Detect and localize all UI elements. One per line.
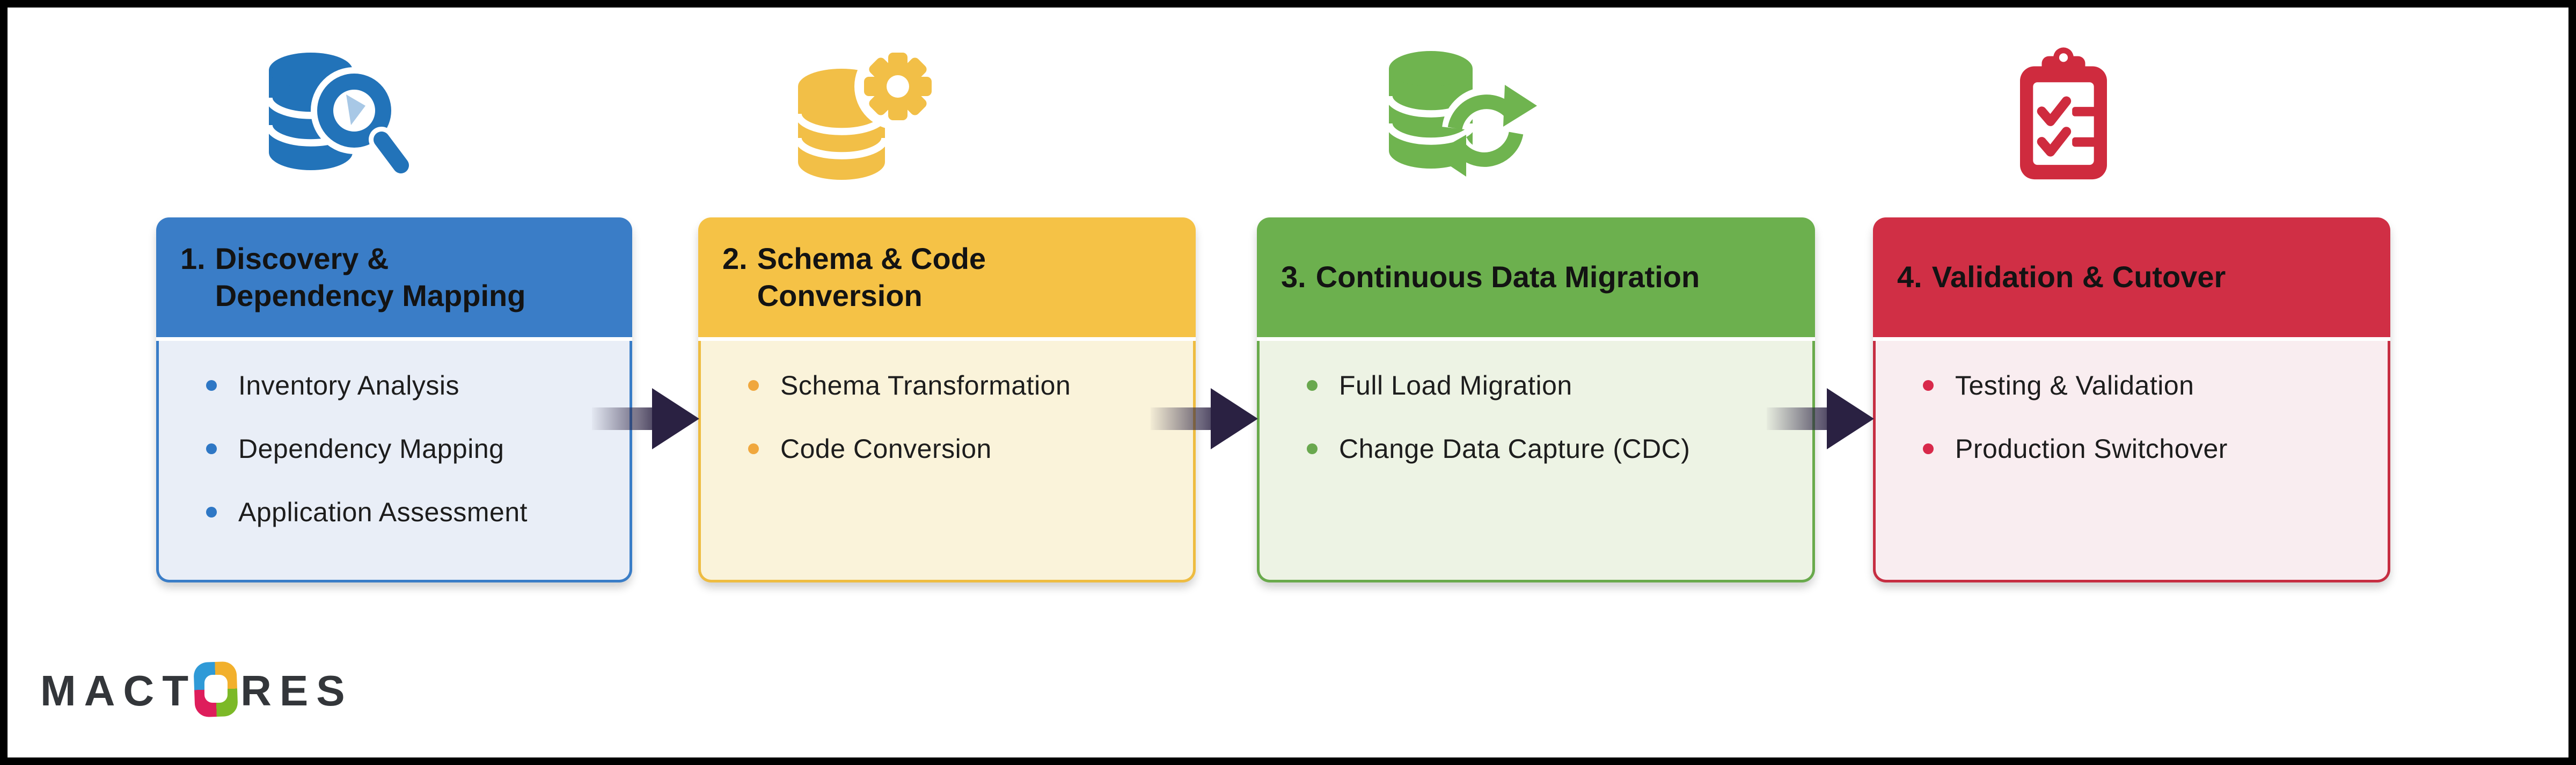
list-item: Change Data Capture (CDC): [1307, 430, 1796, 468]
bullet-label: Inventory Analysis: [238, 370, 459, 400]
phase-3-continuous-migration: 3. Continuous Data Migration Full Load M…: [1257, 0, 1815, 765]
flow-arrow-2: [1151, 388, 1258, 449]
phase-2-schema-code: 2. Schema & Code Conversion Schema Trans…: [698, 0, 1196, 765]
clipboard-checklist-icon: [1991, 37, 2136, 198]
list-item: Testing & Validation: [1923, 367, 2372, 404]
bullet-dot: [748, 380, 759, 391]
flow-arrow-3: [1767, 388, 1874, 449]
bullet-label: Schema Transformation: [780, 370, 1071, 400]
bullet-dot: [1307, 443, 1318, 454]
bullet-dot: [1307, 380, 1318, 391]
bullet-dot: [206, 380, 217, 391]
phase-2-body: Schema Transformation Code Conversion: [698, 341, 1196, 582]
phase-3-card: 3. Continuous Data Migration Full Load M…: [1257, 217, 1815, 582]
flow-arrow-1: [592, 388, 699, 449]
phase-2-card: 2. Schema & Code Conversion Schema Trans…: [698, 217, 1196, 582]
bullet-label: Full Load Migration: [1339, 370, 1572, 400]
bullet-dot: [748, 443, 759, 454]
list-item: Schema Transformation: [748, 367, 1177, 404]
phase-1-header: 1. Discovery & Dependency Mapping: [156, 217, 632, 341]
bullet-dot: [206, 443, 217, 454]
arrow-head: [1211, 388, 1258, 449]
logo-text-left: MACT: [40, 667, 197, 715]
phase-title: Discovery & Dependency Mapping: [215, 242, 526, 312]
phase-title: Continuous Data Migration: [1315, 260, 1700, 294]
bullet-dot: [1923, 443, 1934, 454]
bullet-label: Change Data Capture (CDC): [1339, 434, 1690, 464]
mactores-logo: MACT RES: [40, 661, 353, 718]
database-magnifier-icon: [253, 37, 414, 198]
logo-o-mark: [193, 661, 238, 718]
phase-3-body: Full Load Migration Change Data Capture …: [1257, 341, 1815, 582]
phase-2-header: 2. Schema & Code Conversion: [698, 217, 1196, 341]
arrow-head: [652, 388, 699, 449]
arrow-head: [1827, 388, 1874, 449]
arrow-shaft: [1767, 407, 1827, 430]
database-sync-icon: [1379, 37, 1540, 198]
logo-o-mark-hole: [204, 674, 228, 703]
phase-number: 2.: [722, 242, 748, 276]
list-item: Dependency Mapping: [206, 430, 613, 468]
bullet-label: Application Assessment: [238, 497, 528, 527]
phase-4-header: 4. Validation & Cutover: [1873, 217, 2390, 341]
bullet-label: Production Switchover: [1955, 434, 2228, 464]
phase-3-header: 3. Continuous Data Migration: [1257, 217, 1815, 341]
database-gear-icon: [787, 37, 948, 198]
bullet-label: Testing & Validation: [1955, 370, 2194, 400]
phase-title: Schema & Code Conversion: [757, 242, 986, 312]
list-item: Full Load Migration: [1307, 367, 1796, 404]
bullet-label: Dependency Mapping: [238, 434, 504, 464]
bullet-dot: [1923, 380, 1934, 391]
phase-1-body: Inventory Analysis Dependency Mapping Ap…: [156, 341, 632, 582]
arrow-shaft: [1151, 407, 1211, 430]
arrow-shaft: [592, 407, 652, 430]
phase-number: 1.: [180, 242, 206, 276]
list-item: Application Assessment: [206, 493, 613, 531]
bullet-label: Code Conversion: [780, 434, 992, 464]
phase-number: 4.: [1897, 260, 1922, 294]
list-item: Production Switchover: [1923, 430, 2372, 468]
bullet-dot: [206, 507, 217, 518]
phase-4-validation-cutover: 4. Validation & Cutover Testing & Valida…: [1873, 0, 2390, 765]
phase-4-card: 4. Validation & Cutover Testing & Valida…: [1873, 217, 2390, 582]
list-item: Inventory Analysis: [206, 367, 613, 404]
phase-number: 3.: [1281, 260, 1306, 294]
phase-title: Validation & Cutover: [1931, 260, 2226, 294]
logo-text-right: RES: [240, 667, 353, 715]
phase-4-body: Testing & Validation Production Switchov…: [1873, 341, 2390, 582]
phase-1-card: 1. Discovery & Dependency Mapping Invent…: [156, 217, 632, 582]
phase-1-discovery: 1. Discovery & Dependency Mapping Invent…: [156, 0, 632, 765]
list-item: Code Conversion: [748, 430, 1177, 468]
